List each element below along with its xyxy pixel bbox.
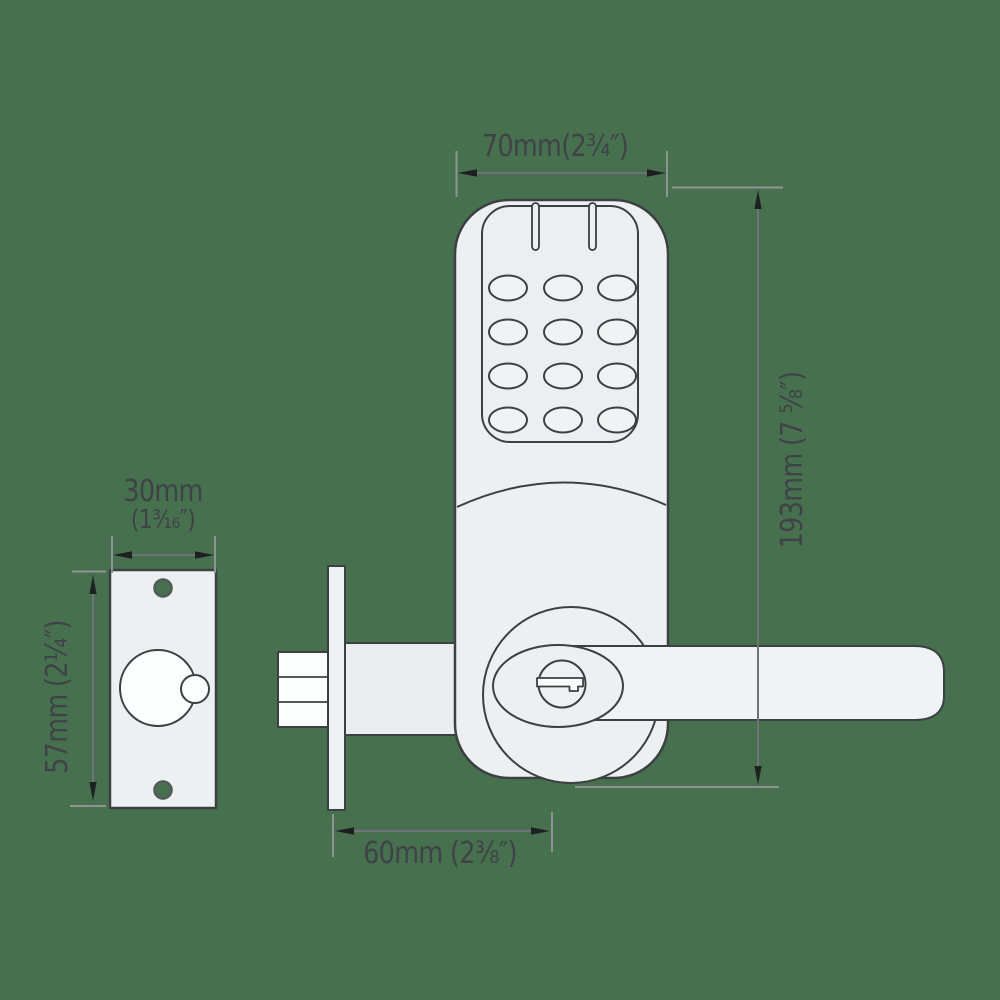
handle-assembly-group <box>482 606 945 784</box>
keypad-button <box>597 318 637 346</box>
arrowhead-down-icon <box>89 782 97 801</box>
arrowhead-left-icon <box>458 169 477 177</box>
arrowhead-right-icon <box>647 169 666 177</box>
arrowhead-left-icon <box>113 551 132 559</box>
strike-plate-deadlatch-hole <box>180 674 210 704</box>
keypad-button <box>543 274 583 302</box>
strike-plate-screw-hole-bottom <box>153 780 173 800</box>
keypad-button <box>543 362 583 390</box>
dim-label-30mm-line2: (1³⁄₁₆″) <box>130 505 196 535</box>
dim-label-30mm-line1: 30mm <box>123 474 203 509</box>
keypad-button <box>543 318 583 346</box>
arrowhead-up-icon <box>754 190 762 209</box>
body-seam-line <box>456 481 667 508</box>
mounting-plate <box>327 565 346 811</box>
dim-60mm-group <box>332 812 553 857</box>
dim-70mm-group <box>455 151 668 197</box>
dim-193mm-group <box>575 186 783 788</box>
arrowhead-left-icon <box>335 827 354 835</box>
keypad-button <box>488 318 528 346</box>
dim-57mm-group <box>70 570 106 807</box>
keypad-button <box>597 406 637 434</box>
indicator-slot-left <box>531 202 540 251</box>
dim-label-30mm: 30mm (1³⁄₁₆″) <box>123 474 203 535</box>
strike-plate-screw-hole-top <box>153 578 173 598</box>
keypad-button <box>543 406 583 434</box>
dim-30mm-group <box>111 536 216 573</box>
dim-label-70mm: 70mm(2¾″) <box>481 129 629 164</box>
keypad-button <box>488 274 528 302</box>
keypad-button <box>597 362 637 390</box>
arrowhead-down-icon <box>754 766 762 785</box>
keypad-button <box>488 406 528 434</box>
arrowhead-right-icon <box>195 551 214 559</box>
dim-label-60mm: 60mm (2⅜″) <box>363 836 517 871</box>
dim-label-57mm: 57mm (2¼″) <box>40 620 75 774</box>
keypad-button <box>597 274 637 302</box>
arrowhead-up-icon <box>89 575 97 594</box>
dim-label-193mm: 193mm (7 ⅝″) <box>775 371 810 549</box>
keypad-buttons <box>488 274 637 434</box>
latch-assembly-group <box>277 565 459 811</box>
strike-plate-group <box>108 568 218 810</box>
indicator-slot-right <box>588 202 597 251</box>
keyway-slot <box>536 677 584 692</box>
latch-body <box>343 642 459 736</box>
latch-bolt <box>277 651 329 728</box>
keypad-button <box>488 362 528 390</box>
arrowhead-right-icon <box>531 827 550 835</box>
